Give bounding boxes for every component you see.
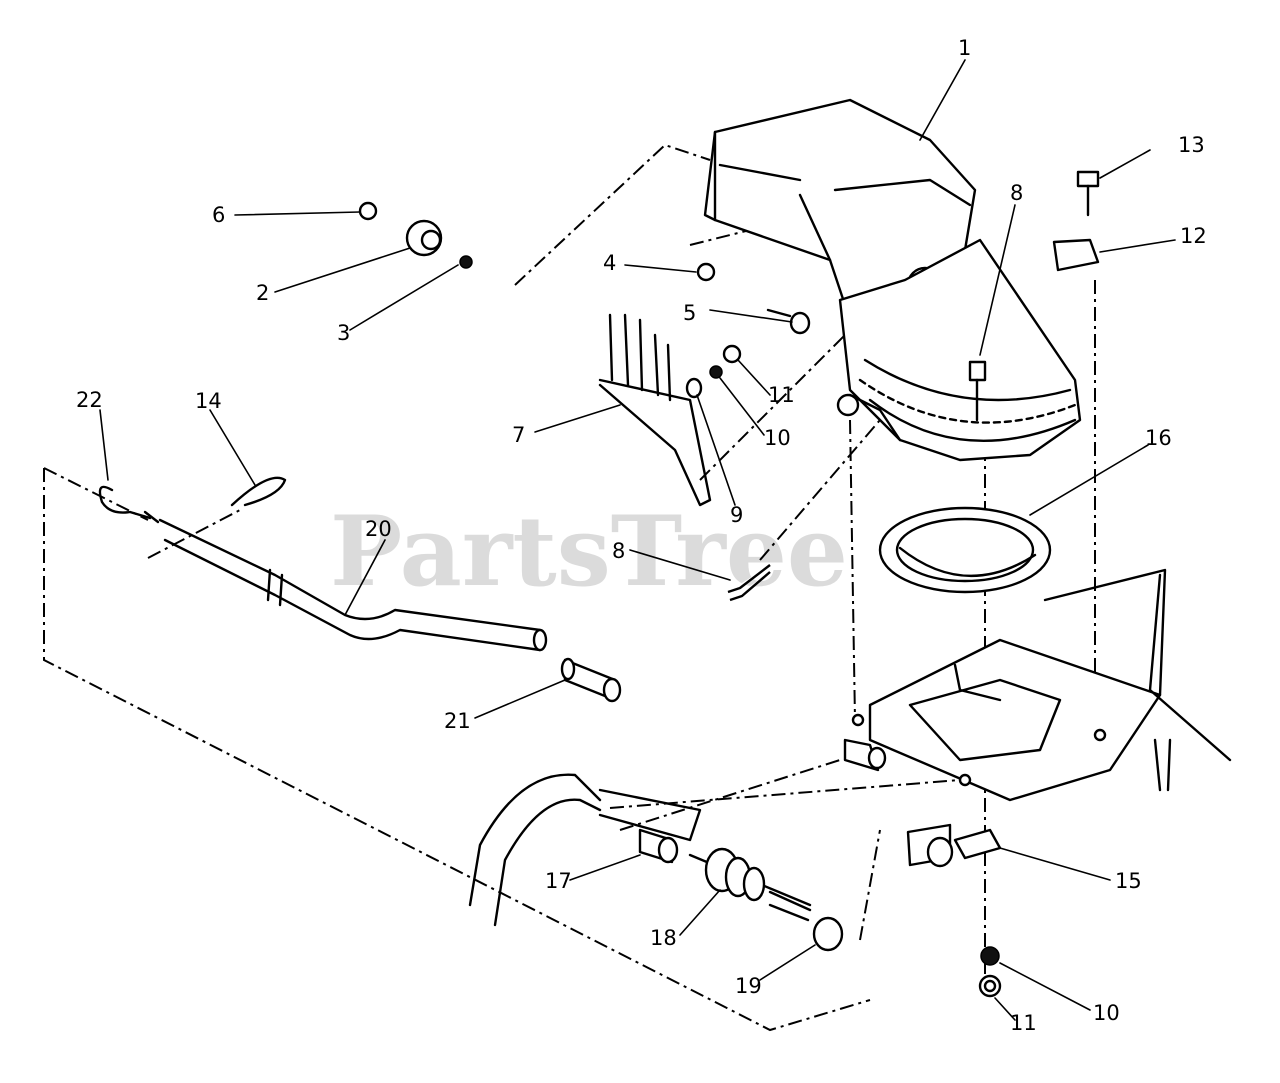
bracket [598,313,712,507]
callout-10-upper: 10 [764,426,791,450]
callout-6: 6 [212,203,225,227]
lower-shaft-assembly [638,823,1002,952]
chute-ring [878,506,1052,594]
callout-11-lower: 11 [1010,1011,1037,1035]
callout-17: 17 [545,869,572,893]
callouts: 1 13 8 12 6 4 2 3 5 22 14 11 7 16 10 9 2… [76,36,1207,1035]
callout-20: 20 [365,517,392,541]
watermark: PartsTree [330,495,848,608]
callout-8-lower: 8 [612,539,625,563]
callout-8-top: 8 [1010,181,1023,205]
callout-3: 3 [337,321,350,345]
callout-13: 13 [1178,133,1205,157]
small-hardware [685,170,1100,772]
callout-9: 9 [730,503,743,527]
callout-18: 18 [650,926,677,950]
eye-bolt [98,485,160,524]
callout-7: 7 [512,423,525,447]
callout-10-lower: 10 [1093,1001,1120,1025]
rod-sleeve [560,657,622,703]
discharge-chute [836,238,1082,462]
callout-12: 12 [1180,224,1207,248]
callout-5: 5 [683,301,696,325]
callout-4: 4 [603,251,616,275]
callout-22: 22 [76,388,103,412]
callout-2: 2 [256,281,269,305]
bottom-hardware [978,946,1002,998]
callout-19: 19 [735,974,762,998]
callout-16: 16 [1145,426,1172,450]
callout-15: 15 [1115,869,1142,893]
callout-11-upper: 11 [768,383,795,407]
knob-assembly [358,201,473,269]
callout-14: 14 [195,389,222,413]
mounting-base [851,568,1232,802]
leader-lines [99,59,1176,1021]
hairpin-cotter [230,476,287,507]
callout-21: 21 [444,709,471,733]
crank-handle [468,773,702,927]
callout-1: 1 [958,36,971,60]
